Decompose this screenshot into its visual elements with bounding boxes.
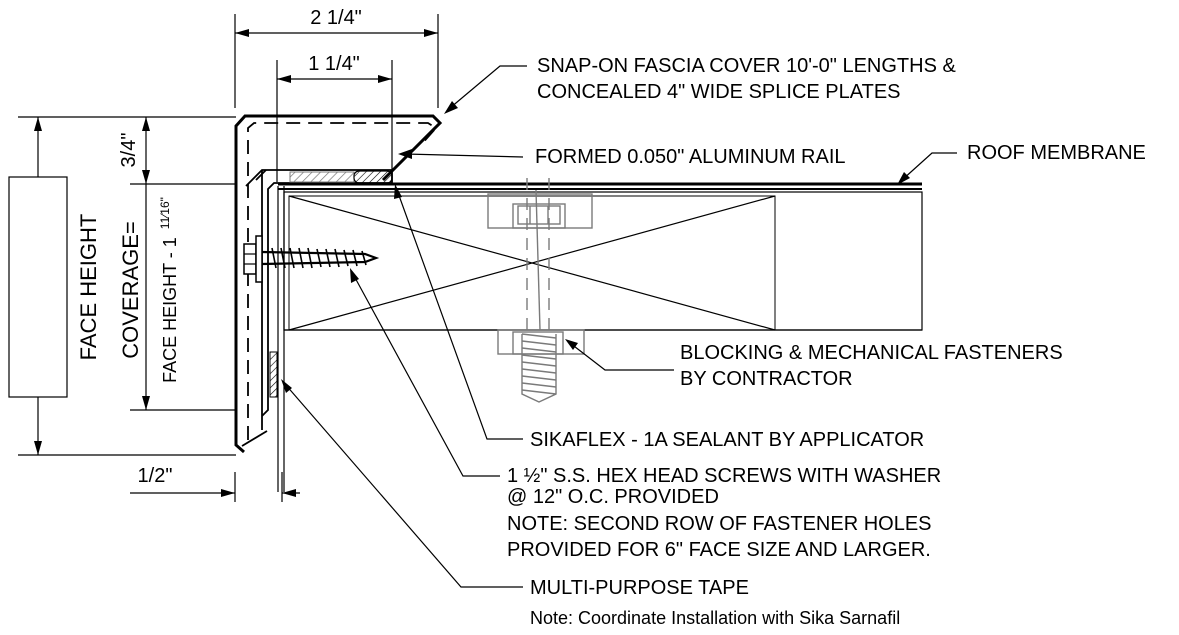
leader-tape bbox=[281, 379, 523, 588]
dim-bottom-offset: 1/2" bbox=[130, 465, 300, 502]
callout-note-line1: NOTE: SECOND ROW OF FASTENER HOLES bbox=[507, 513, 932, 535]
wall-line bbox=[277, 186, 285, 492]
dim-bottom-offset-label: 1/2" bbox=[138, 465, 173, 487]
callout-fascia-cover-line2: CONCEALED 4" WIDE SPLICE PLATES bbox=[537, 81, 901, 103]
aluminum-rail bbox=[245, 169, 393, 430]
sealant bbox=[289, 170, 393, 184]
multi-purpose-tape bbox=[269, 351, 278, 398]
coordinate-note: Note: Coordinate Installation with Sika … bbox=[530, 608, 900, 628]
coverage-label: COVERAGE= bbox=[118, 221, 143, 359]
leader-aluminum-rail bbox=[398, 149, 524, 159]
callout-blocking-line1: BLOCKING & MECHANICAL FASTENERS bbox=[680, 342, 1063, 364]
callout-aluminum-rail: FORMED 0.050" ALUMINUM RAIL bbox=[535, 146, 846, 168]
dim-lip-height: 3/4" bbox=[118, 116, 236, 185]
fascia-cover bbox=[234, 114, 443, 454]
callout-roof-membrane: ROOF MEMBRANE bbox=[967, 142, 1146, 164]
blocking bbox=[283, 191, 923, 331]
dim-coverage: COVERAGE= FACE HEIGHT - 1 11⁄16" bbox=[118, 184, 236, 411]
dim-inner-width-label: 1 1/4" bbox=[308, 53, 360, 75]
callout-sealant: SIKAFLEX - 1A SEALANT BY APPLICATOR bbox=[530, 429, 924, 451]
face-height-label: FACE HEIGHT bbox=[76, 214, 101, 361]
leader-fascia-cover bbox=[444, 65, 527, 114]
dim-face-height: FACE HEIGHT bbox=[8, 116, 236, 456]
callout-tape: MULTI-PURPOSE TAPE bbox=[530, 577, 749, 599]
leader-roof-membrane bbox=[897, 152, 957, 185]
hex-head-screw bbox=[243, 235, 380, 283]
mechanical-fastener bbox=[487, 178, 593, 403]
callout-fascia-cover-line1: SNAP-ON FASCIA COVER 10'-0" LENGTHS & bbox=[537, 55, 956, 77]
leader-screws bbox=[350, 268, 500, 477]
callout-note-line2: PROVIDED FOR 6" FACE SIZE AND LARGER. bbox=[507, 539, 931, 561]
dim-lip-height-label: 3/4" bbox=[118, 133, 140, 168]
dim-inner-width: 1 1/4" bbox=[276, 53, 393, 182]
roof-membrane bbox=[278, 182, 922, 190]
leader-blocking bbox=[565, 339, 674, 371]
callout-blocking-line2: BY CONTRACTOR bbox=[680, 368, 853, 390]
dim-top-width: 2 1/4" bbox=[234, 7, 439, 108]
callout-screws-line1: 1 ½" S.S. HEX HEAD SCREWS WITH WASHER bbox=[507, 465, 941, 487]
callout-screws-line2: @ 12" O.C. PROVIDED bbox=[507, 486, 719, 508]
leader-sealant bbox=[394, 184, 523, 440]
dim-top-width-label: 2 1/4" bbox=[310, 7, 362, 29]
coverage-formula-label: FACE HEIGHT - 1 11⁄16" bbox=[158, 197, 180, 383]
